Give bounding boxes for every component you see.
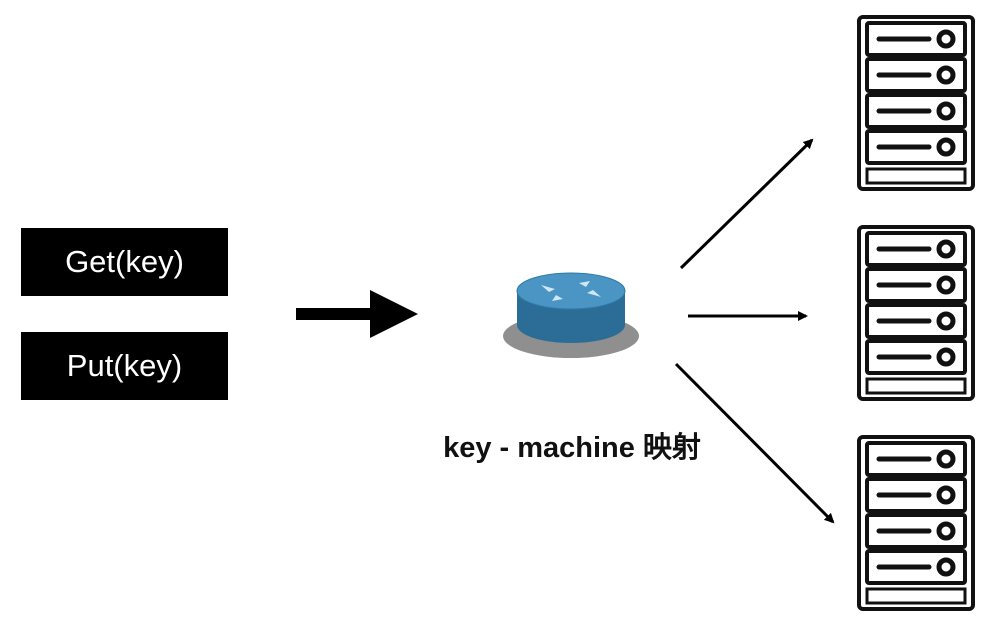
get-key-operation: Get(key) [21, 228, 228, 296]
put-key-operation: Put(key) [21, 332, 228, 400]
router-caption: key - machine 映射 [443, 432, 701, 464]
router-icon [503, 272, 639, 358]
server-icon [857, 15, 975, 191]
arrow-to-server-3 [674, 362, 835, 524]
input-arrow [296, 290, 418, 338]
arrow-to-server-1 [679, 138, 814, 270]
server-icon [857, 225, 975, 401]
server-icon [857, 435, 975, 611]
